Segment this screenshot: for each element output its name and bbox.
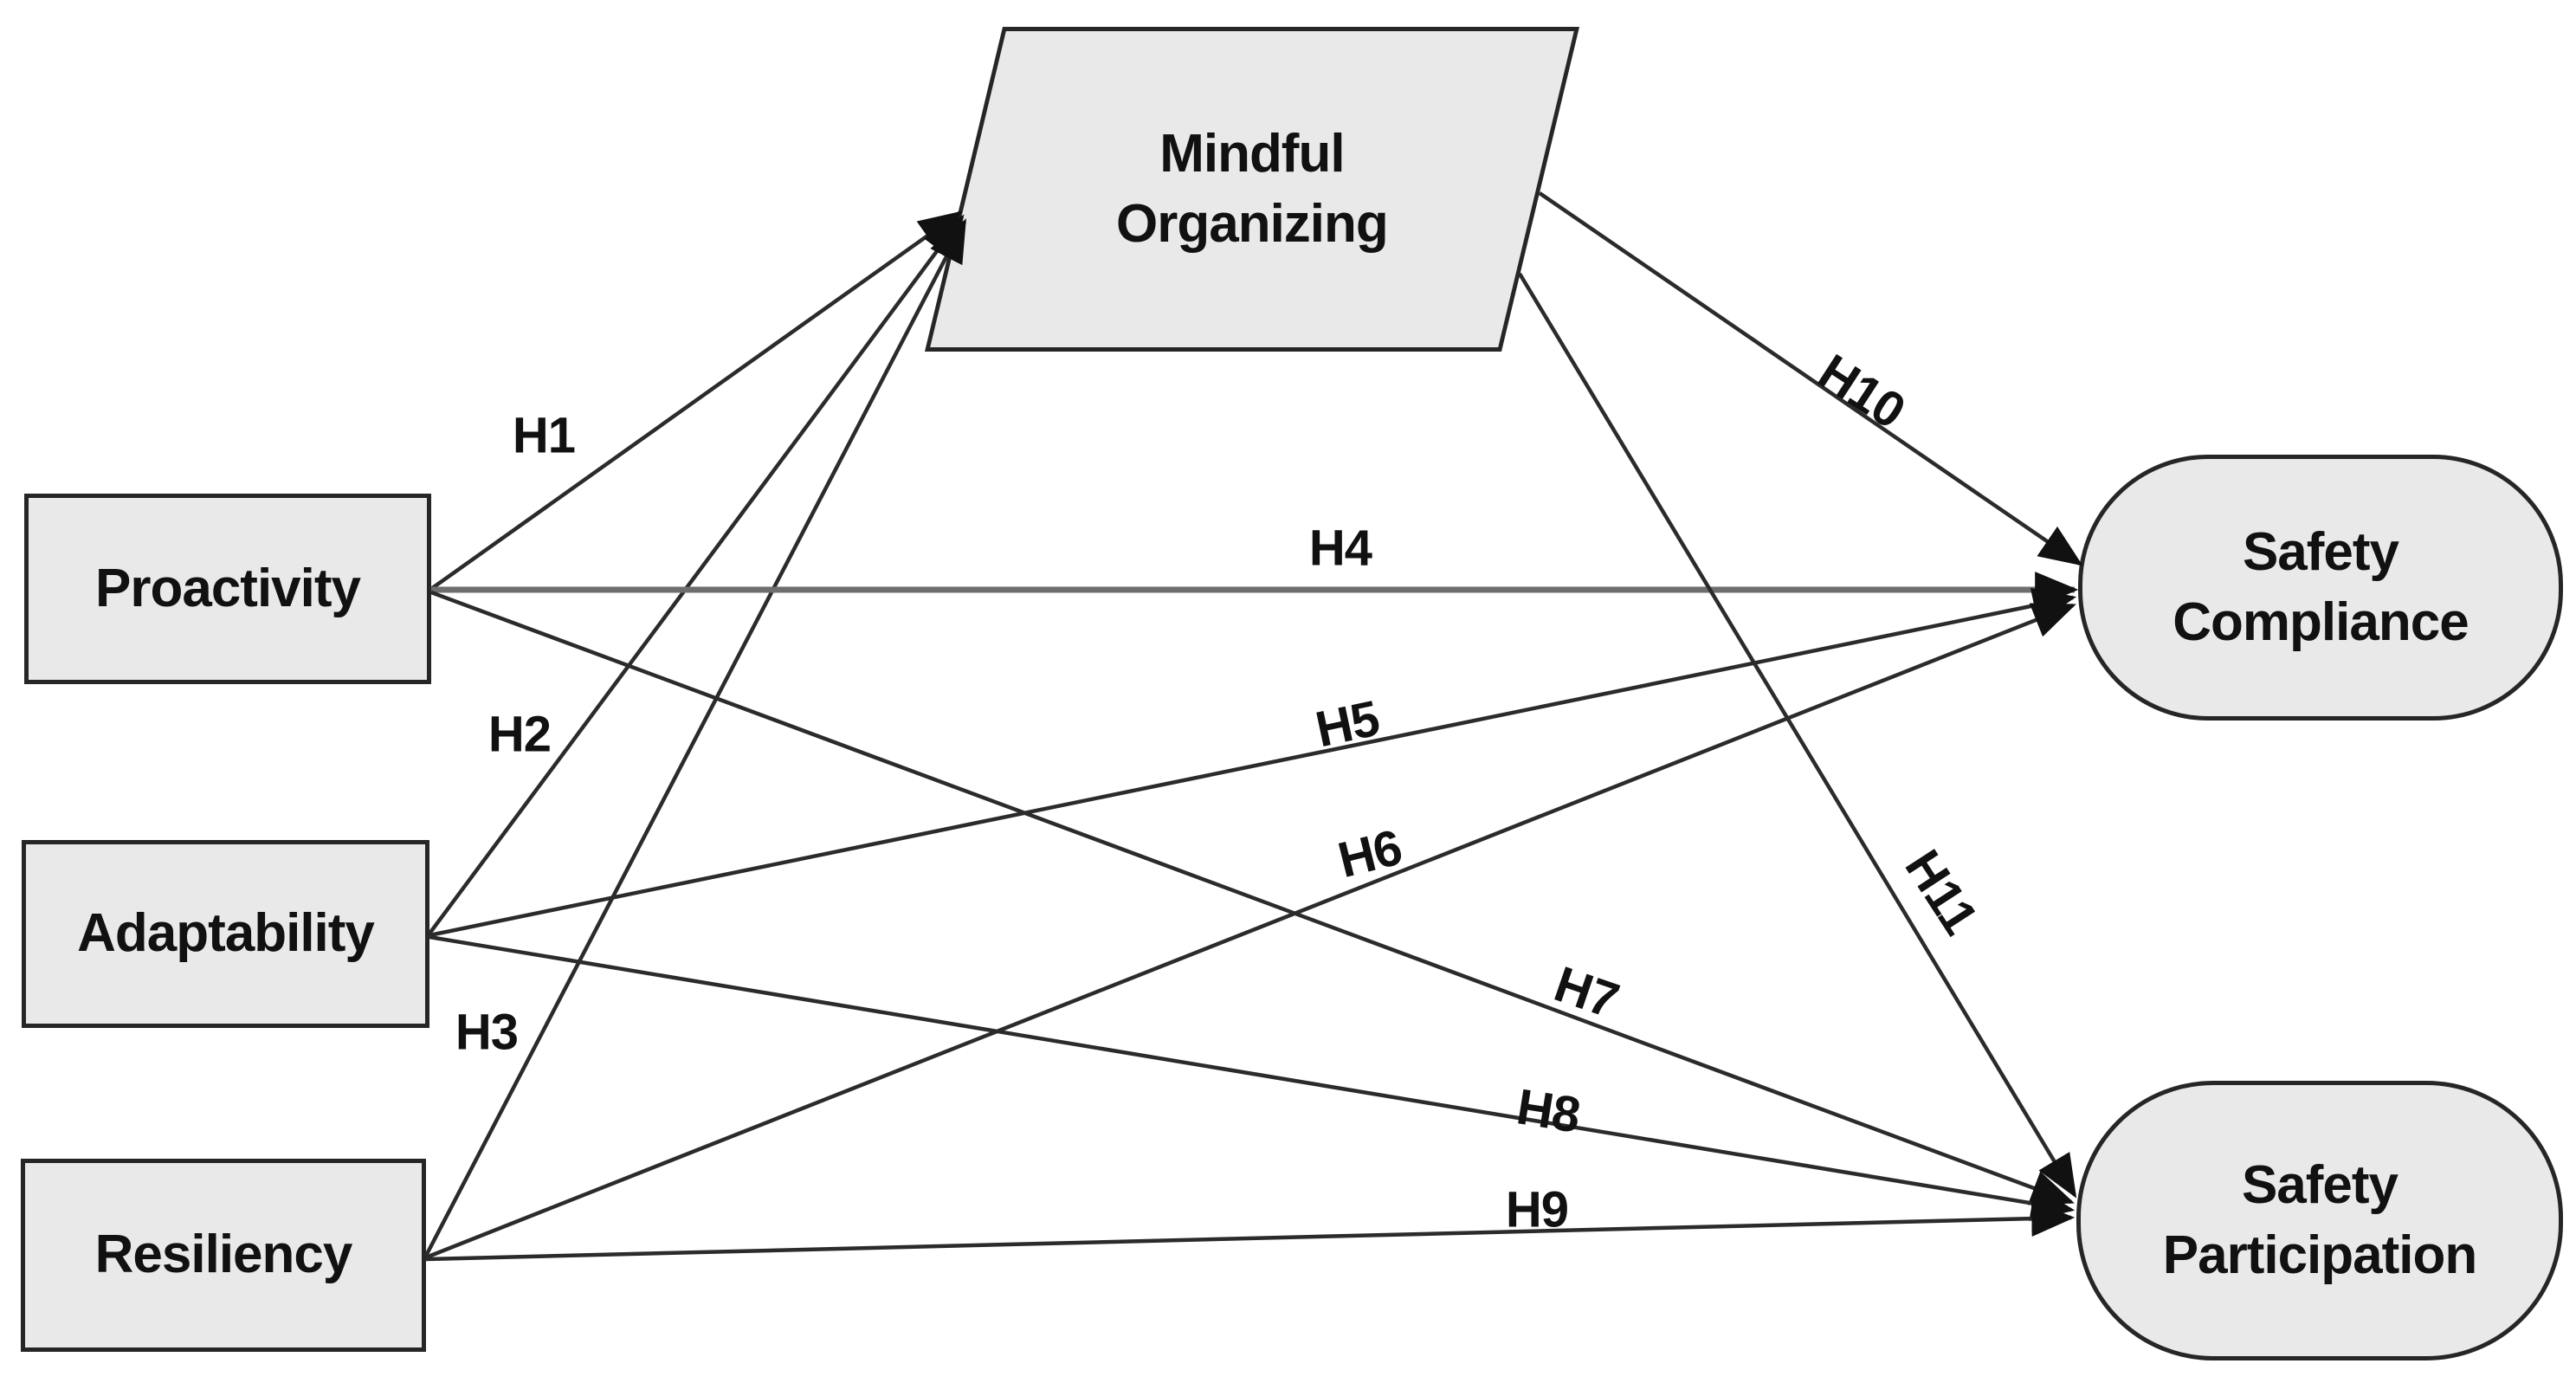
path-line-h10 bbox=[1538, 191, 2083, 566]
path-line-h8 bbox=[429, 934, 2076, 1222]
node-resiliency: Resiliency bbox=[21, 1159, 426, 1352]
node-proactivity: Proactivity bbox=[24, 494, 431, 684]
node-adaptability-label: Adaptability bbox=[77, 903, 375, 964]
path-label-h1: H1 bbox=[512, 407, 576, 464]
path-line-h11 bbox=[1518, 272, 2077, 1199]
node-safety-participation: Safety Participation bbox=[2076, 1081, 2563, 1360]
node-safety-compliance-label: Safety Compliance bbox=[2172, 521, 2469, 652]
path-line-h2 bbox=[428, 214, 965, 935]
path-line-h9 bbox=[425, 1200, 2076, 1262]
path-label-h2: H2 bbox=[487, 706, 552, 763]
path-line-h5 bbox=[429, 587, 2077, 938]
node-adaptability: Adaptability bbox=[22, 840, 429, 1028]
path-label-h4: H4 bbox=[1308, 520, 1372, 577]
path-line-h3 bbox=[424, 218, 966, 1257]
path-label-h3: H3 bbox=[455, 1004, 519, 1061]
node-resiliency-label: Resiliency bbox=[94, 1225, 353, 1285]
node-proactivity-label: Proactivity bbox=[94, 558, 361, 618]
node-safety-participation-label: Safety Participation bbox=[2162, 1154, 2478, 1285]
path-line-h6 bbox=[425, 603, 2076, 1260]
path-line-h1 bbox=[429, 210, 963, 591]
path-line-h7 bbox=[430, 590, 2075, 1205]
node-safety-compliance: Safety Compliance bbox=[2078, 455, 2563, 721]
path-label-h9: H9 bbox=[1505, 1181, 1569, 1238]
path-label-h8: H8 bbox=[1513, 1078, 1584, 1144]
